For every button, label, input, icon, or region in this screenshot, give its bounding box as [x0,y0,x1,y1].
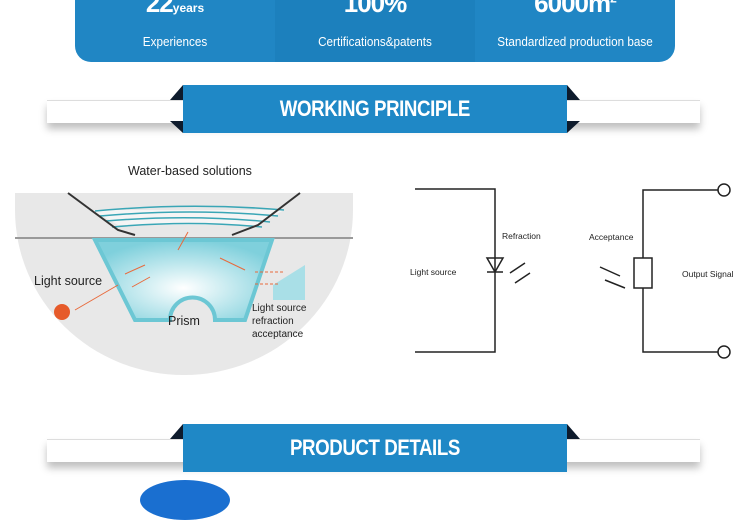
stat-production: 6000m2Standardized production base [475,0,675,62]
stat-label: Certifications&patents [318,34,432,49]
stat-label: Experiences [142,34,208,49]
label-prism: Prism [168,314,200,328]
section-banner-working: WORKING PRINCIPLE [0,85,750,135]
label-refraction: refraction [252,316,294,327]
diode-icon [485,257,505,274]
stat-label: Standardized production base [497,34,653,49]
resistor-icon [633,257,653,289]
product-image [140,480,230,520]
diagram-title: Water-based solutions [128,164,252,178]
stat-unit: years [172,1,205,15]
circuit-diagram: Light source Refraction Acceptance Outpu… [410,183,734,359]
section-title: WORKING PRINCIPLE [183,85,567,133]
label-light-source: Light source [410,267,457,277]
section-title: PRODUCT DETAILS [183,424,567,472]
label-light-source: Light source [34,274,102,288]
stat-certifications: 100% Certifications&patents [275,0,475,62]
stat-number: 100% [343,0,407,18]
prism-diagram: Water-based solutions Light source Prism… [15,164,353,375]
section-banner-details: PRODUCT DETAILS [0,424,750,474]
stat-number: 6000m [534,0,611,18]
stat-unit: 2 [610,0,617,5]
label-output-signal: Output Signal [682,269,734,279]
label-acceptance: Acceptance [589,232,634,242]
label-refraction: Refraction [502,231,541,241]
label-refraction: Light source [252,303,307,314]
stat-number: 22 [145,0,174,18]
label-refraction: acceptance [252,329,304,340]
sun-icon [54,304,70,320]
